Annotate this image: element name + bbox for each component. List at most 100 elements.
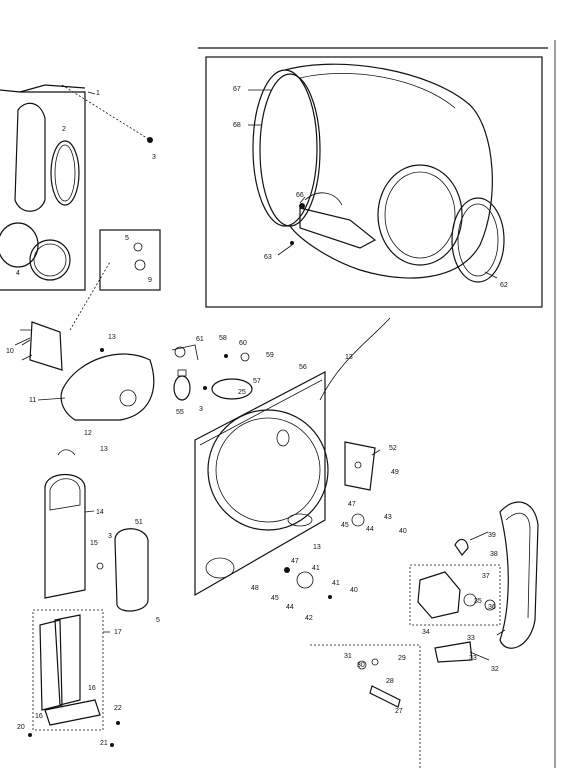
exhaust-duct <box>44 474 86 599</box>
callout-17: 17 <box>114 629 122 636</box>
callout-32: 32 <box>491 666 499 673</box>
lint-screen <box>114 528 149 612</box>
callout-39: 39 <box>488 532 496 539</box>
callout-21: 21 <box>100 740 108 747</box>
callout-37: 37 <box>482 573 490 580</box>
callout-3a: 3 <box>152 154 156 161</box>
callout-67: 67 <box>233 86 241 93</box>
callout-5b: 5 <box>156 617 160 624</box>
callout-9: 9 <box>148 277 152 284</box>
callout-31: 31 <box>344 653 352 660</box>
motor-assembly <box>409 501 539 663</box>
drum-seal-ring <box>451 197 505 283</box>
callout-13d: 13 <box>313 544 321 551</box>
callout-44a: 44 <box>366 526 374 533</box>
thermal-fuse-plate <box>211 378 253 400</box>
callout-14: 14 <box>96 509 104 516</box>
callout-47b: 47 <box>291 558 299 565</box>
blower-wheel <box>29 321 63 371</box>
callout-55: 55 <box>176 409 184 416</box>
callout-12: 12 <box>84 430 92 437</box>
callout-63: 63 <box>264 254 272 261</box>
callout-29: 29 <box>398 655 406 662</box>
callout-61: 61 <box>196 336 204 343</box>
callout-42: 42 <box>305 615 313 622</box>
drive-motor <box>417 571 461 619</box>
callout-22: 22 <box>114 705 122 712</box>
drum-assembly <box>252 63 505 283</box>
callout-40a: 40 <box>399 528 407 535</box>
callout-1: 1 <box>96 90 100 97</box>
callout-45b: 45 <box>271 595 279 602</box>
callout-47a: 47 <box>348 501 356 508</box>
callout-13b: 13 <box>100 446 108 453</box>
callout-49: 49 <box>391 469 399 476</box>
callout-56: 56 <box>299 364 307 371</box>
callout-33b: 33 <box>469 655 477 662</box>
callout-11: 11 <box>29 397 36 404</box>
callout-20: 20 <box>17 724 25 731</box>
drum-inset-frame <box>205 56 543 308</box>
callout-27: 27 <box>395 708 403 715</box>
callout-3b: 3 <box>108 533 112 540</box>
callout-51: 51 <box>135 519 143 526</box>
callout-15: 15 <box>90 540 98 547</box>
callout-35: 35 <box>474 598 482 605</box>
callout-16a: 16 <box>88 685 96 692</box>
callout-labels: 1234591011131213141535151716162022216768… <box>6 86 508 747</box>
bulkhead-opening <box>207 409 329 531</box>
door-catch <box>369 685 401 708</box>
callout-66: 66 <box>296 192 304 199</box>
hardware-inset <box>99 229 161 291</box>
front-panel-section <box>0 84 161 291</box>
rear-bulkhead <box>194 317 391 599</box>
callout-62: 62 <box>500 282 508 289</box>
callout-13c: 13 <box>345 354 353 361</box>
callout-2: 2 <box>62 126 66 133</box>
callout-28: 28 <box>386 678 394 685</box>
drum-lamp <box>173 375 191 401</box>
callout-16b: 16 <box>35 713 43 720</box>
callout-60: 60 <box>239 340 247 347</box>
exhaust-duct-group <box>44 449 149 612</box>
callout-3c: 3 <box>199 406 203 413</box>
thermostat-group <box>171 344 253 401</box>
drum-front-opening <box>377 164 463 266</box>
callout-34: 34 <box>422 629 430 636</box>
callout-45a: 45 <box>341 522 349 529</box>
callout-48: 48 <box>251 585 259 592</box>
callout-4: 4 <box>16 270 20 277</box>
callout-10: 10 <box>6 348 14 355</box>
callout-41b: 41 <box>332 580 340 587</box>
callout-25: 25 <box>238 389 246 396</box>
drum-baffle <box>299 207 377 249</box>
drum-roller <box>351 513 365 527</box>
heater-housing-cover <box>344 441 376 491</box>
front-seal <box>29 239 71 281</box>
blower-housing <box>60 353 155 421</box>
idler-pulley <box>296 571 314 589</box>
callout-40b: 40 <box>350 587 358 594</box>
callout-13a: 13 <box>108 334 116 341</box>
lint-seal <box>50 140 80 206</box>
callout-68: 68 <box>233 122 241 129</box>
drive-belt <box>499 501 539 649</box>
callout-43: 43 <box>384 514 392 521</box>
callout-38: 38 <box>490 551 498 558</box>
callout-59: 59 <box>266 352 274 359</box>
callout-44b: 44 <box>286 604 294 611</box>
callout-36: 36 <box>488 604 496 611</box>
callout-30: 30 <box>357 662 365 669</box>
leader-lines <box>21 89 506 661</box>
small-parts-inset <box>310 644 421 768</box>
callout-58: 58 <box>219 335 227 342</box>
callout-33a: 33 <box>467 635 475 642</box>
callout-57: 57 <box>253 378 261 385</box>
heater-element <box>28 609 120 747</box>
motor-mount <box>434 641 473 663</box>
callout-41a: 41 <box>312 565 320 572</box>
callout-52: 52 <box>389 445 397 452</box>
blower-assembly <box>14 261 155 421</box>
callout-5a: 5 <box>125 235 129 242</box>
